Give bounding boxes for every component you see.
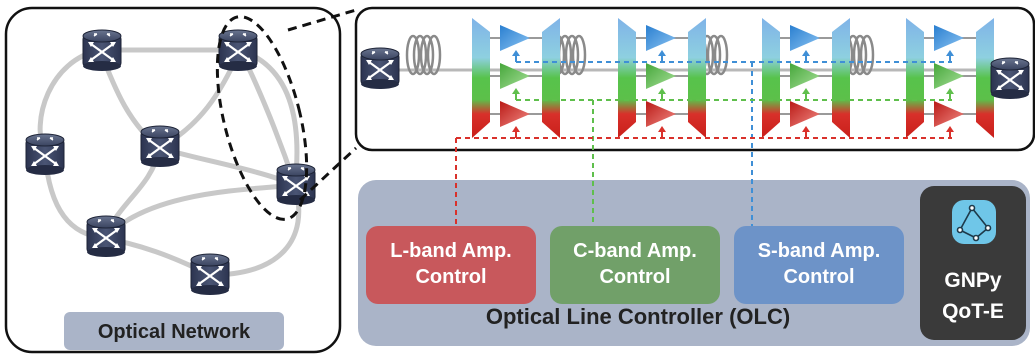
amplifier-icon [790, 101, 820, 127]
router-icon[interactable] [190, 252, 230, 296]
amplifier-icon [646, 101, 676, 127]
amplifier-site [472, 18, 560, 138]
c-band-control-line2: Control [599, 266, 670, 288]
l-band-control-line2: Control [415, 266, 486, 288]
graph-icon [956, 204, 992, 242]
band-filter-icon [688, 18, 706, 138]
s-band-control-line2: Control [783, 266, 854, 288]
router-icon[interactable] [86, 214, 126, 258]
router-icon[interactable] [360, 46, 400, 90]
amplifier-site [906, 18, 994, 138]
gnpy-qote-box[interactable]: GNPy QoT-E [920, 186, 1026, 340]
band-filter-icon [472, 18, 490, 138]
fiber-spool-icon [405, 34, 442, 76]
router-icon[interactable] [990, 56, 1030, 100]
router-icon[interactable] [276, 162, 316, 206]
amplifier-icon [934, 101, 964, 127]
zoom-line-top [287, 8, 357, 32]
band-filter-icon [618, 18, 636, 138]
amplifier-sites [472, 18, 994, 138]
qote-label: QoT-E [942, 300, 1004, 323]
band-filter-icon [542, 18, 560, 138]
amplifier-icon [500, 63, 530, 89]
amplifier-icon [646, 25, 676, 51]
amplifier-icon [500, 25, 530, 51]
router-icon[interactable] [140, 124, 180, 168]
amplifier-icon [500, 101, 530, 127]
router-icon[interactable] [25, 132, 65, 176]
gnpy-label: GNPy [944, 269, 1002, 292]
optical-network-label: Optical Network [98, 321, 251, 343]
s-band-control-line1: S-band Amp. [758, 240, 881, 262]
c-band-control-line1: C-band Amp. [573, 240, 697, 262]
amplifier-icon [934, 63, 964, 89]
s-band-control-box[interactable]: S-band Amp. Control [734, 226, 904, 304]
control-lines [455, 61, 952, 226]
band-filter-icon [762, 18, 780, 138]
router-icon[interactable] [82, 28, 122, 72]
amplifier-site [618, 18, 706, 138]
amplifier-icon [790, 63, 820, 89]
c-band-control-box[interactable]: C-band Amp. Control [550, 226, 720, 304]
optical-network-label-box [64, 312, 284, 350]
router-icon[interactable] [218, 28, 258, 72]
l-band-control-line1: L-band Amp. [390, 240, 511, 262]
graph-icon-bg [952, 200, 996, 244]
amplifier-site [762, 18, 850, 138]
band-filter-icon [976, 18, 994, 138]
amplifier-icon [646, 63, 676, 89]
band-filter-icon [906, 18, 924, 138]
amplifier-icon [934, 25, 964, 51]
zoom-line-bottom [298, 146, 358, 202]
amplifier-icon [790, 25, 820, 51]
l-band-control-box[interactable]: L-band Amp. Control [366, 226, 536, 304]
olc-title: Optical Line Controller (OLC) [486, 304, 790, 329]
band-filter-icon [832, 18, 850, 138]
selected-link-highlight [215, 15, 309, 221]
